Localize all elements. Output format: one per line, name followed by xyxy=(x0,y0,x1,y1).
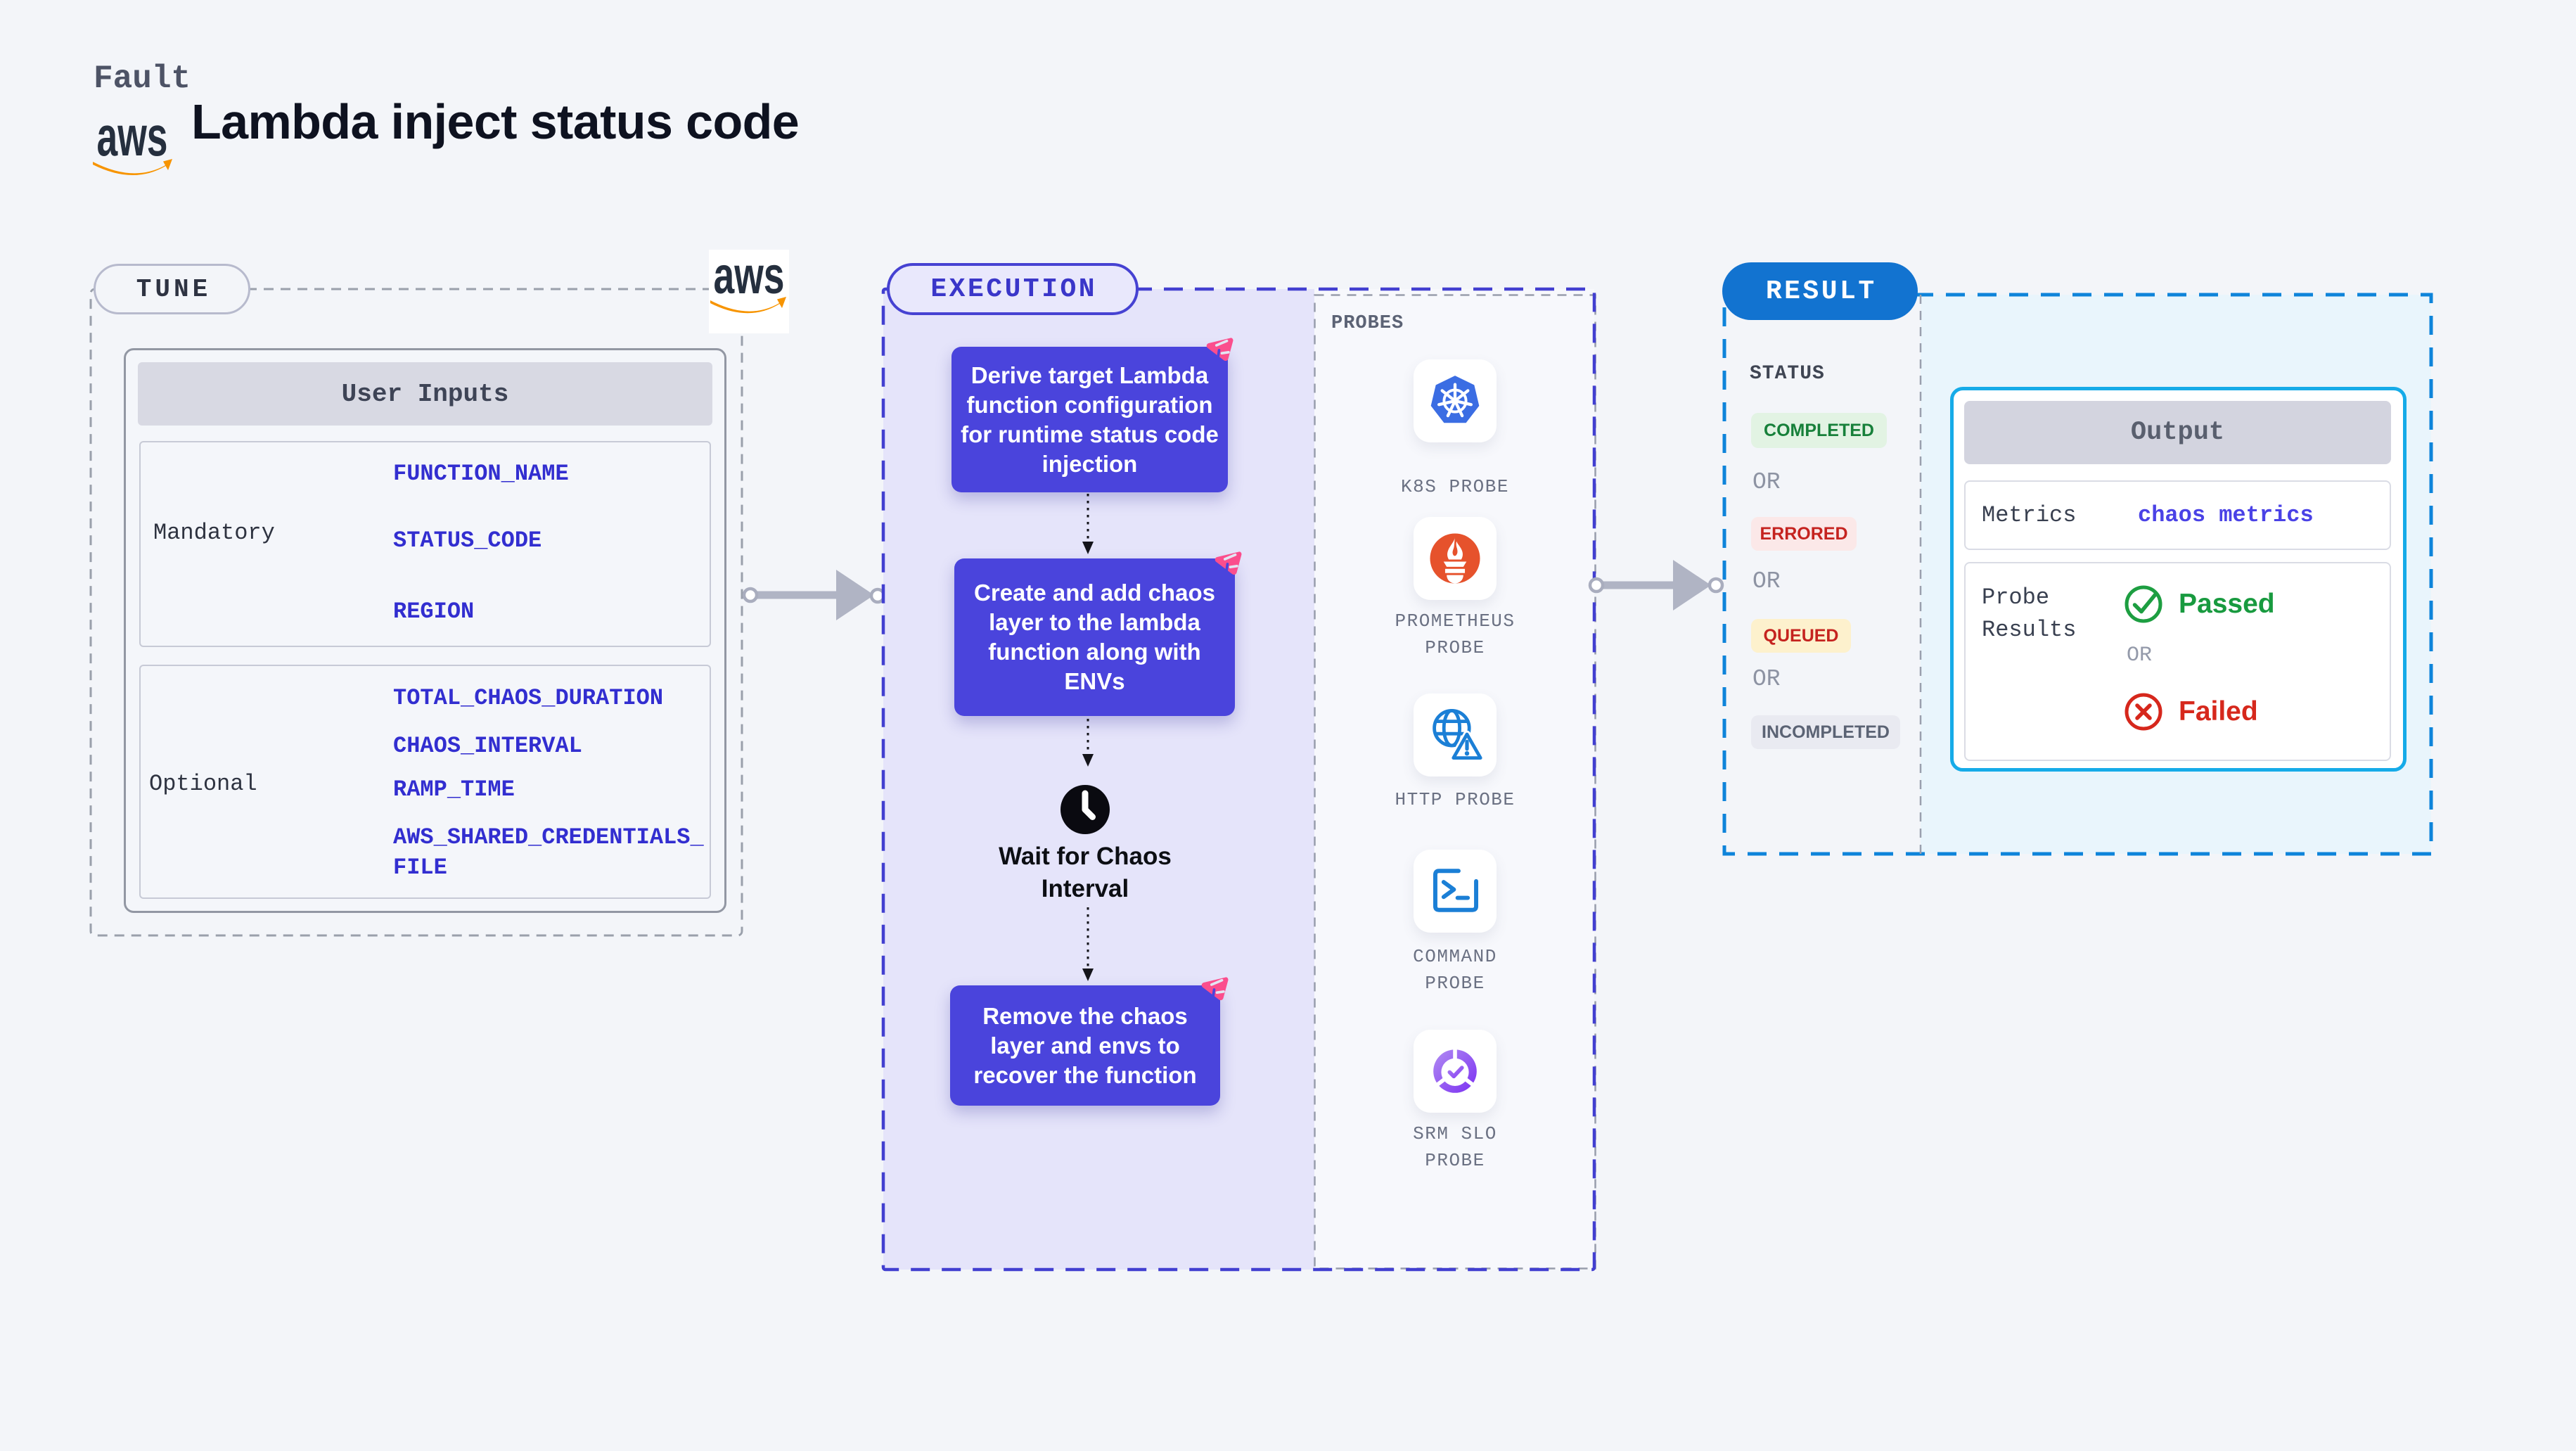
svg-text:aws: aws xyxy=(97,121,168,167)
svg-text:aws: aws xyxy=(714,257,785,305)
